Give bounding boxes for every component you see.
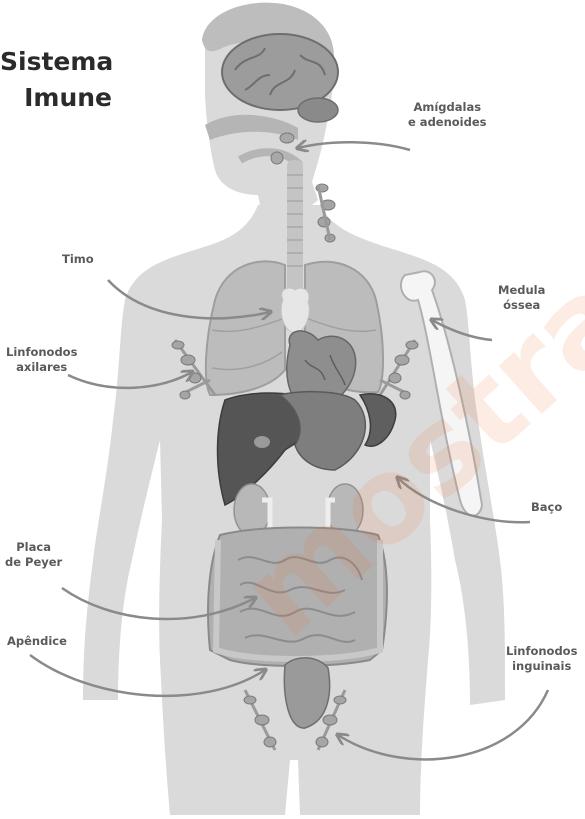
diagram-title: Sistema Imune	[0, 44, 112, 116]
label-timo: Timo	[62, 252, 94, 267]
label-inguinais: Linfonodos inguinais	[506, 644, 577, 674]
label-placa: Placa de Peyer	[5, 540, 62, 570]
label-medula-line2: óssea	[498, 298, 545, 313]
label-baco: Baço	[531, 500, 562, 515]
label-placa-line1: Placa	[5, 540, 62, 555]
label-amigdalas: Amígdalas e adenoides	[408, 100, 487, 130]
label-medula: Medula óssea	[498, 283, 545, 313]
label-apendice: Apêndice	[7, 634, 67, 649]
label-amigdalas-line2: e adenoides	[408, 115, 487, 130]
label-medula-line1: Medula	[498, 283, 545, 298]
label-inguinais-line2: inguinais	[506, 659, 577, 674]
label-amigdalas-line1: Amígdalas	[408, 100, 487, 115]
intestines	[208, 528, 387, 667]
label-axilares: Linfonodos axilares	[6, 345, 77, 375]
label-axilares-line2: axilares	[6, 360, 77, 375]
title-line-2: Imune	[0, 80, 112, 116]
label-placa-line2: de Peyer	[5, 555, 62, 570]
thymus	[281, 288, 309, 332]
label-inguinais-line1: Linfonodos	[506, 644, 577, 659]
label-axilares-line1: Linfonodos	[6, 345, 77, 360]
title-line-1: Sistema	[0, 44, 112, 80]
